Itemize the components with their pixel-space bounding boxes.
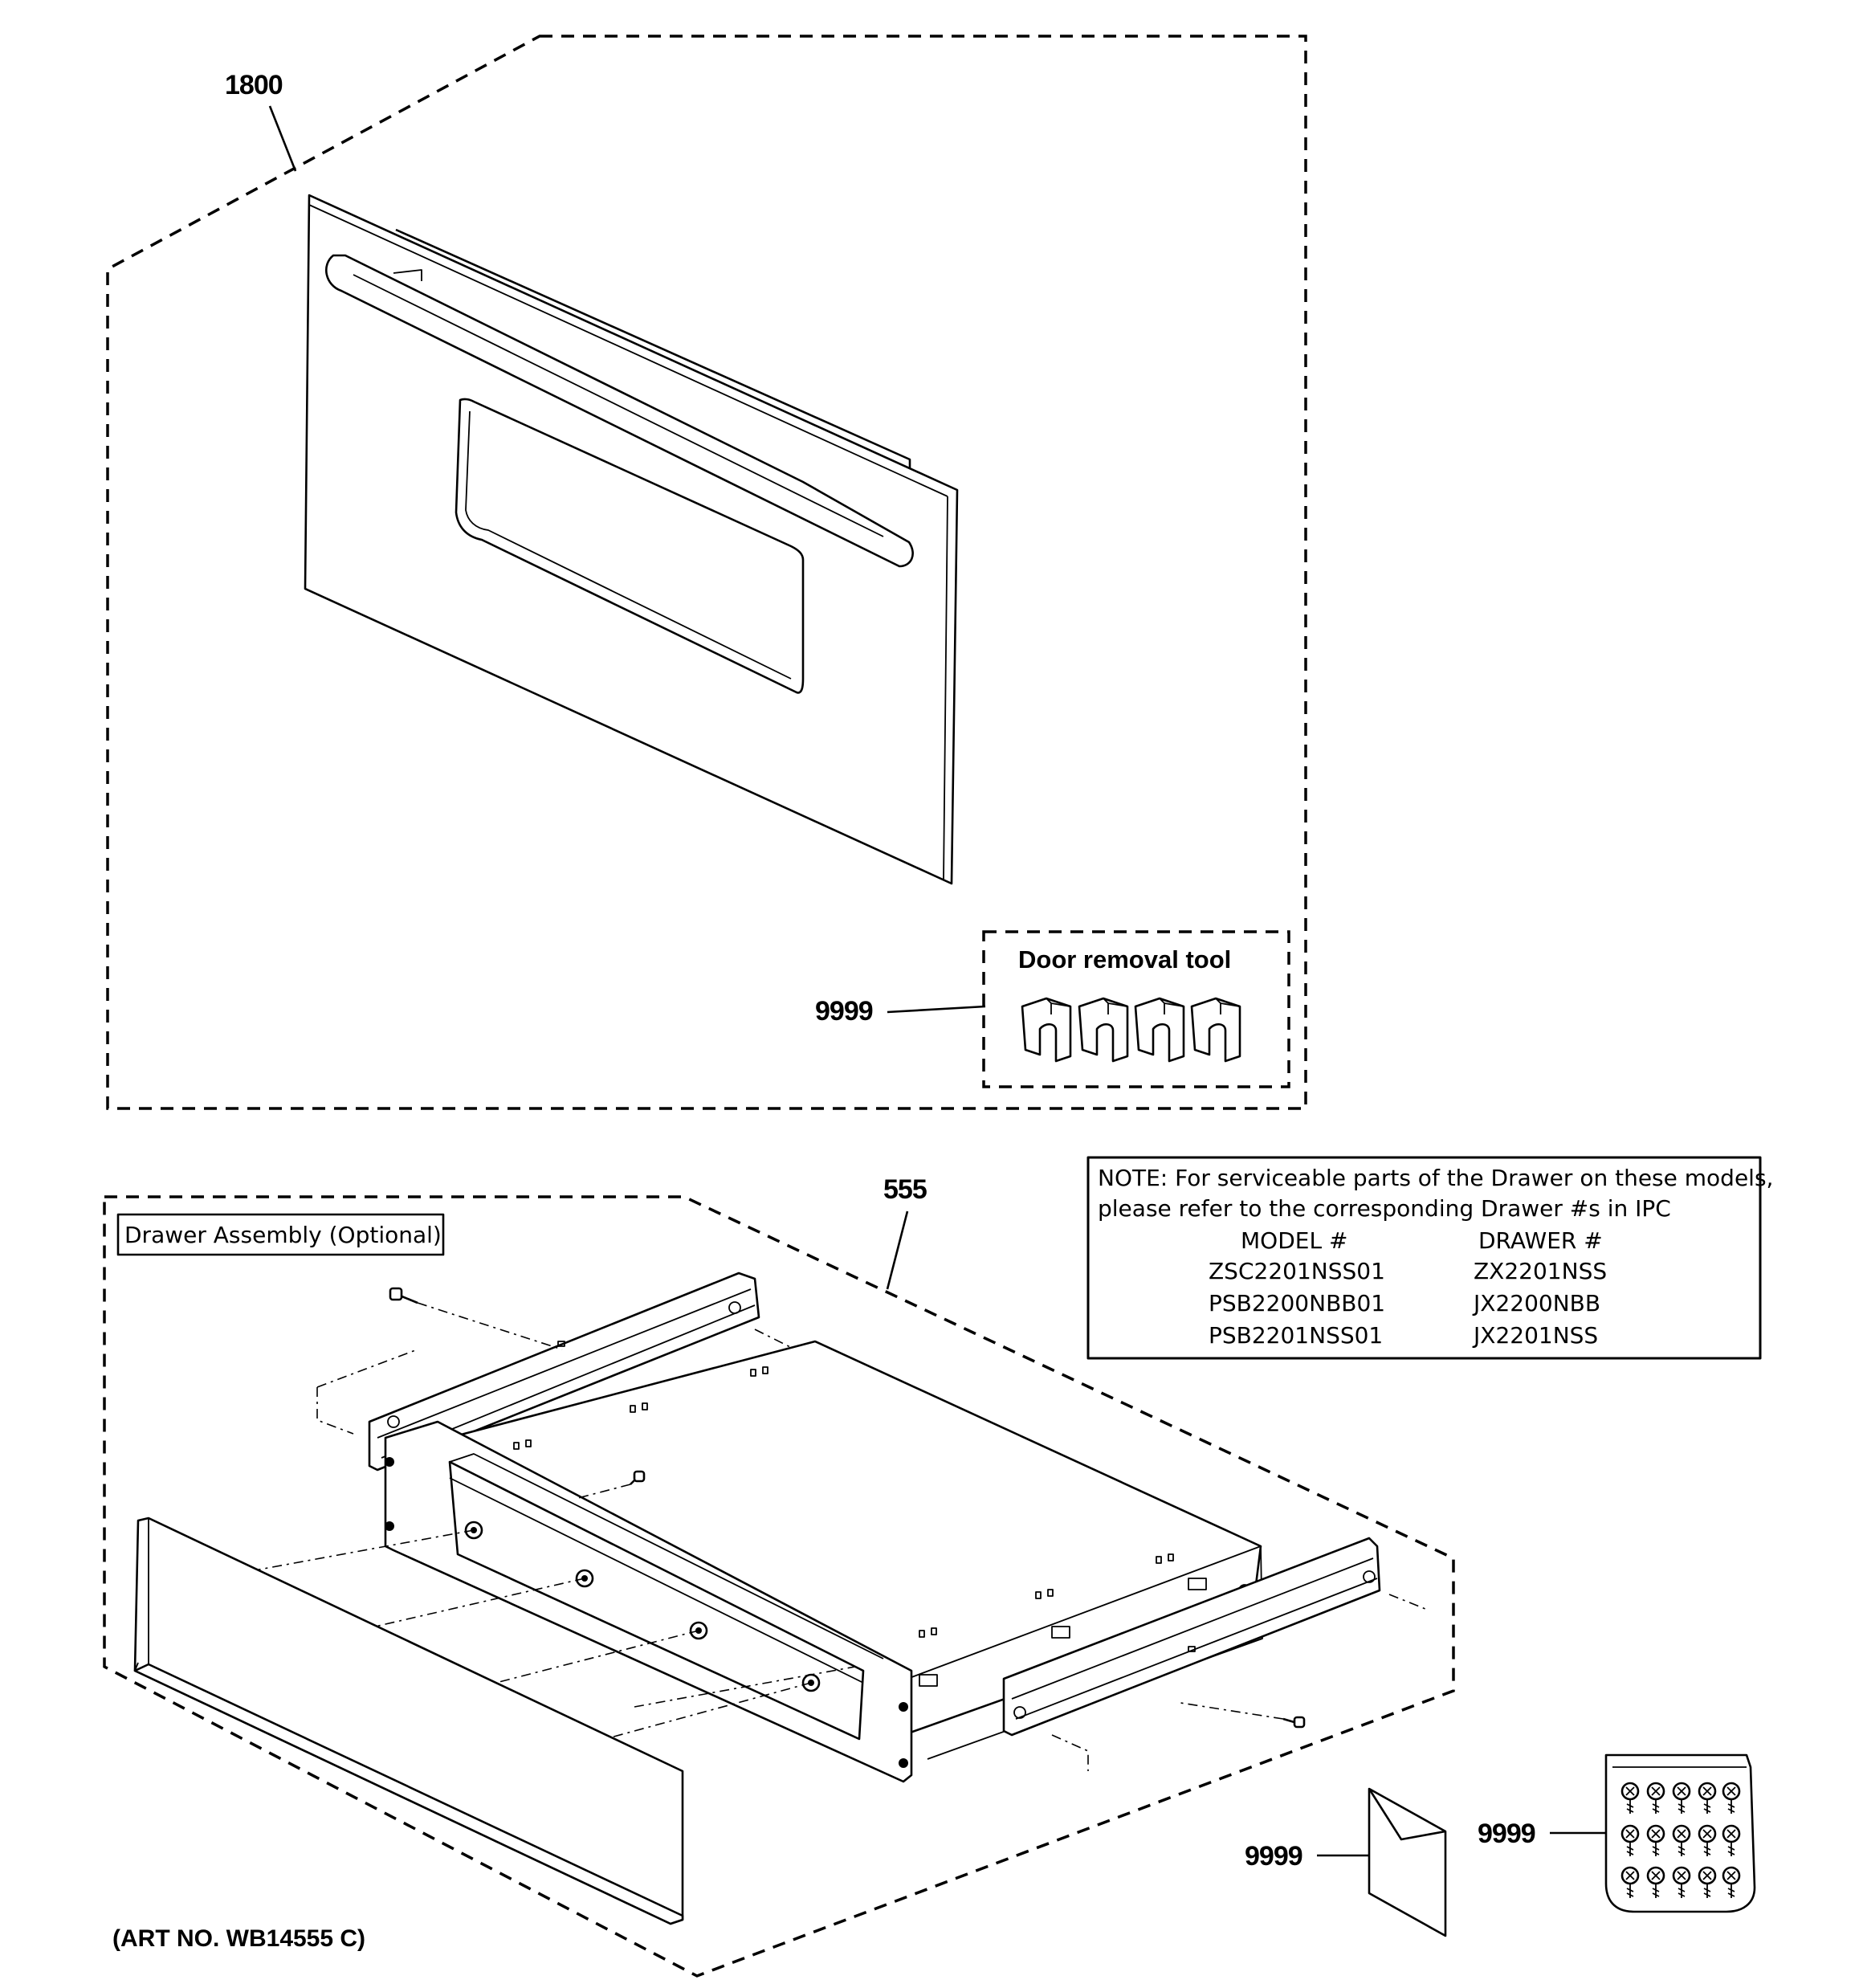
door-assembly-group: 1800 (106, 35, 1307, 1110)
door-window-inner (465, 410, 792, 680)
literature-envelope[interactable] (1368, 1787, 1447, 1937)
door-window (455, 398, 805, 694)
art-number: (ART NO. WB14555 C) (112, 1925, 365, 1952)
note-line-1: NOTE: For serviceable parts of the Drawe… (1098, 1165, 1773, 1191)
drawer-screws (389, 1287, 1306, 1729)
literature-callout[interactable]: 9999 (1245, 1841, 1303, 1872)
door-removal-tool-title: Door removal tool (1018, 945, 1231, 974)
note-line-2: please refer to the corresponding Drawer… (1098, 1195, 1671, 1222)
note-model-cell: PSB2201NSS01 (1209, 1322, 1383, 1349)
note-drawer-cell: JX2201NSS (1472, 1322, 1598, 1349)
hardware-bag-callout[interactable]: 9999 (1478, 1819, 1536, 1849)
drawer-slide-rail-right[interactable] (1002, 1537, 1381, 1737)
hardware-bag-screws (1620, 1782, 1741, 1898)
drawer-assembly-label-box (116, 1213, 445, 1256)
drawer-callout-leader (886, 1210, 909, 1290)
note-drawer-header: DRAWER # (1478, 1227, 1603, 1254)
door-panel-edge (308, 204, 948, 880)
note-drawer-cell: ZX2201NSS (1474, 1258, 1607, 1284)
note-model-cell: ZSC2201NSS01 (1209, 1258, 1385, 1284)
drawer-assembly-label: Drawer Assembly (Optional) (124, 1222, 442, 1248)
door-callout-leader (268, 105, 297, 172)
drawer-body-slots (513, 1366, 1207, 1687)
note-box-border (1086, 1156, 1762, 1360)
drawer-assembly-boundary (103, 1195, 1455, 1978)
door-assembly-boundary (106, 35, 1307, 1110)
note-box: NOTE: For serviceable parts of the Drawe… (1086, 1156, 1773, 1360)
door-callout-label[interactable]: 1800 (225, 70, 283, 100)
literature-group: 9999 (1245, 1787, 1447, 1937)
door-removal-tool-group: Door removal tool 9999 (815, 930, 1290, 1088)
door-removal-tool-pieces[interactable] (1021, 997, 1241, 1063)
door-removal-tool-leader (887, 1005, 986, 1014)
door-handle-detail (353, 269, 884, 537)
note-model-header: MODEL # (1241, 1227, 1347, 1254)
hardware-bag-group: 9999 (1478, 1753, 1756, 1913)
drawer-callout-label[interactable]: 555 (883, 1174, 927, 1205)
drawer-assembly-group: Drawer Assembly (Optional) 555 (103, 1174, 1455, 1978)
note-drawer-cell: JX2200NBB (1472, 1290, 1600, 1316)
drawer-slide-rail-left[interactable] (368, 1272, 760, 1472)
door-removal-tool-callout[interactable]: 9999 (815, 996, 874, 1027)
note-model-cell: PSB2200NBB01 (1209, 1290, 1385, 1316)
door-removal-tool-boundary (982, 930, 1290, 1088)
